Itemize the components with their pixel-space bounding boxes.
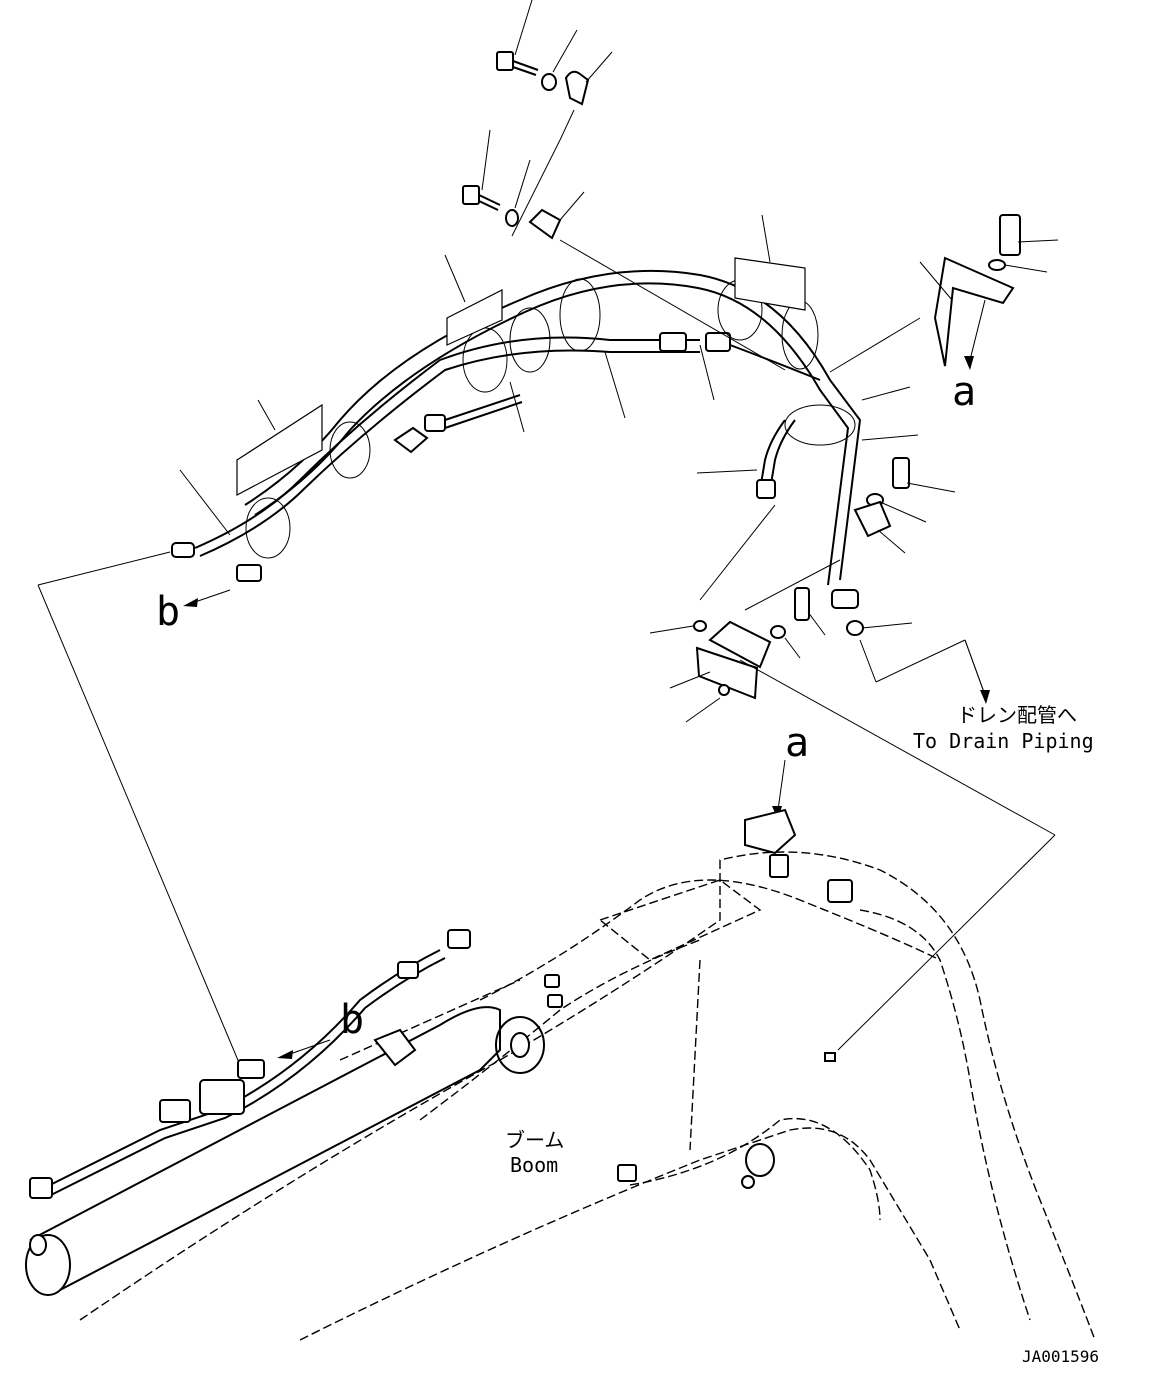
boom-jp: ブーム bbox=[505, 1128, 564, 1152]
drain-piping-en: To Drain Piping bbox=[913, 729, 1094, 753]
callout-arrows bbox=[183, 299, 990, 1059]
lower-bracket bbox=[649, 587, 826, 723]
drain-piping-jp: ドレン配管へ bbox=[957, 703, 1077, 727]
callout-a-top: a bbox=[952, 369, 976, 415]
boom-structure bbox=[25, 808, 1096, 1341]
bracket-a bbox=[919, 214, 1059, 367]
leader-lines bbox=[37, 214, 1056, 1066]
callout-b-top: b bbox=[156, 589, 180, 635]
figure-id: JA001596 bbox=[1022, 1347, 1099, 1366]
label-tags bbox=[236, 257, 806, 496]
callout-b-bottom: b bbox=[340, 997, 364, 1043]
right-hardware bbox=[853, 457, 956, 554]
hydraulic-piping-assembly bbox=[171, 269, 864, 636]
top-clamp-hardware bbox=[496, 0, 613, 106]
boom-en: Boom bbox=[510, 1153, 558, 1177]
callout-a-bottom: a bbox=[785, 720, 809, 766]
mid-clamp-hardware bbox=[462, 109, 585, 240]
diagram-labels: a b a b ドレン配管へ To Drain Piping ブーム Boom … bbox=[156, 369, 1099, 1366]
